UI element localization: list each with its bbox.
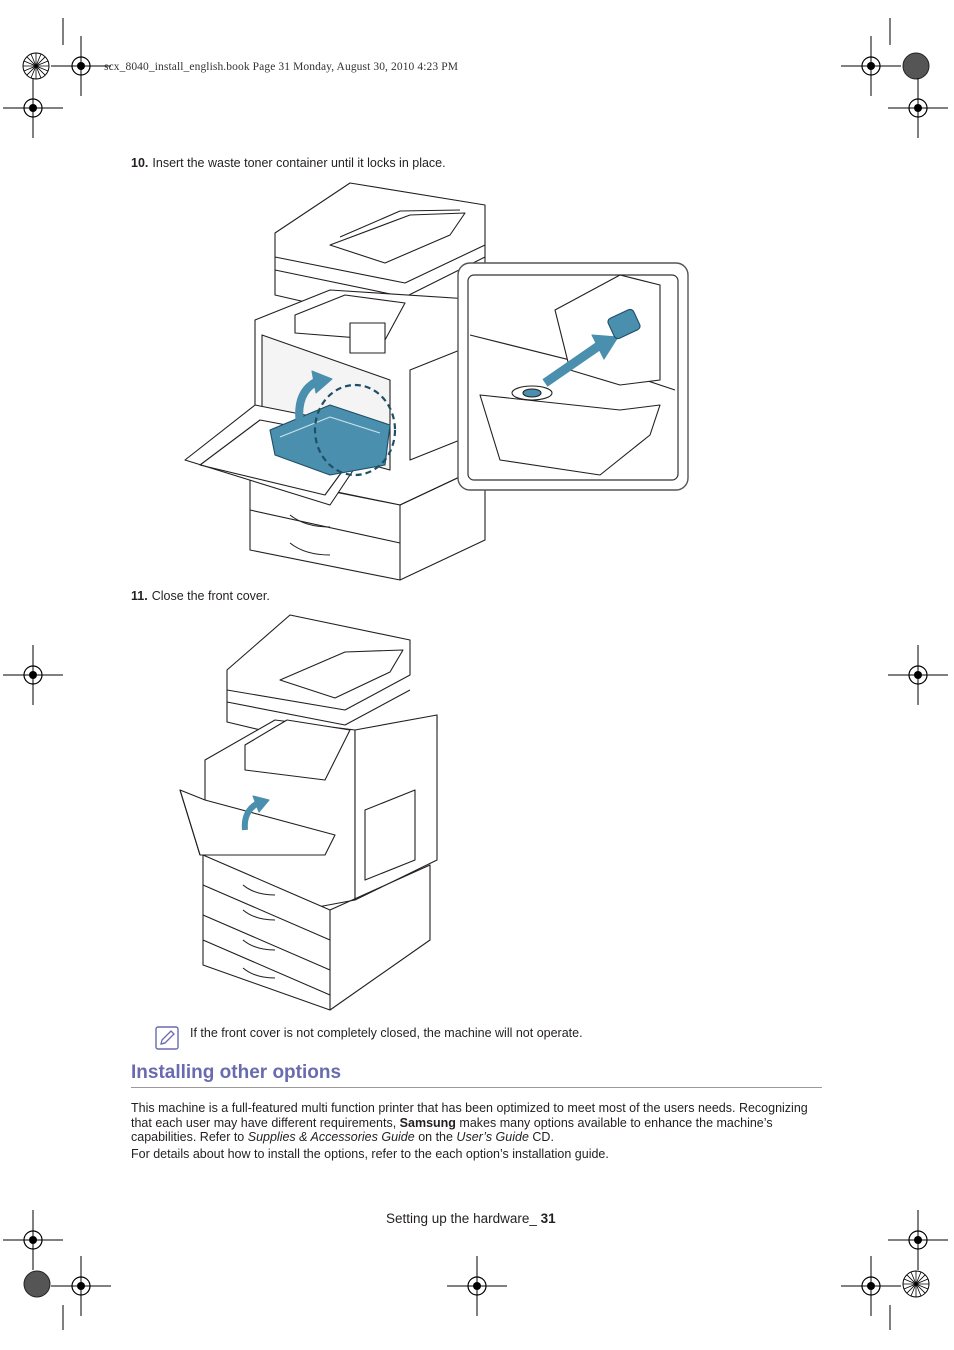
step-number: 11. — [131, 589, 148, 603]
step-text: Close the front cover. — [151, 589, 270, 603]
guide-reference: Supplies & Accessories Guide — [247, 1130, 415, 1145]
pencil-note-icon — [155, 1026, 179, 1050]
page-footer: Setting up the hardware_ 31 — [386, 1211, 556, 1226]
section-paragraph-2: For details about how to install the opt… — [131, 1147, 609, 1161]
brand-name: Samsung — [399, 1115, 456, 1130]
step-10: 10.Insert the waste toner container unti… — [131, 156, 446, 170]
step-11: 11.Close the front cover. — [131, 589, 270, 603]
note-text: If the front cover is not completely clo… — [190, 1026, 583, 1040]
waste-toner-illustration — [184, 182, 689, 581]
step-number: 10. — [131, 156, 149, 170]
guide-reference: User’s Guide — [456, 1130, 529, 1145]
close-cover-illustration — [179, 614, 438, 1011]
footer-label: Setting up the hardware_ — [386, 1211, 541, 1226]
step-text: Insert the waste toner container until i… — [152, 156, 446, 170]
section-divider — [131, 1087, 822, 1088]
page-number: 31 — [540, 1211, 556, 1226]
book-info-header: scx_8040_install_english.book Page 31 Mo… — [104, 61, 459, 73]
section-title: Installing other options — [131, 1062, 342, 1083]
section-paragraph-1: This machine is a full-featured multi fu… — [131, 1101, 808, 1145]
